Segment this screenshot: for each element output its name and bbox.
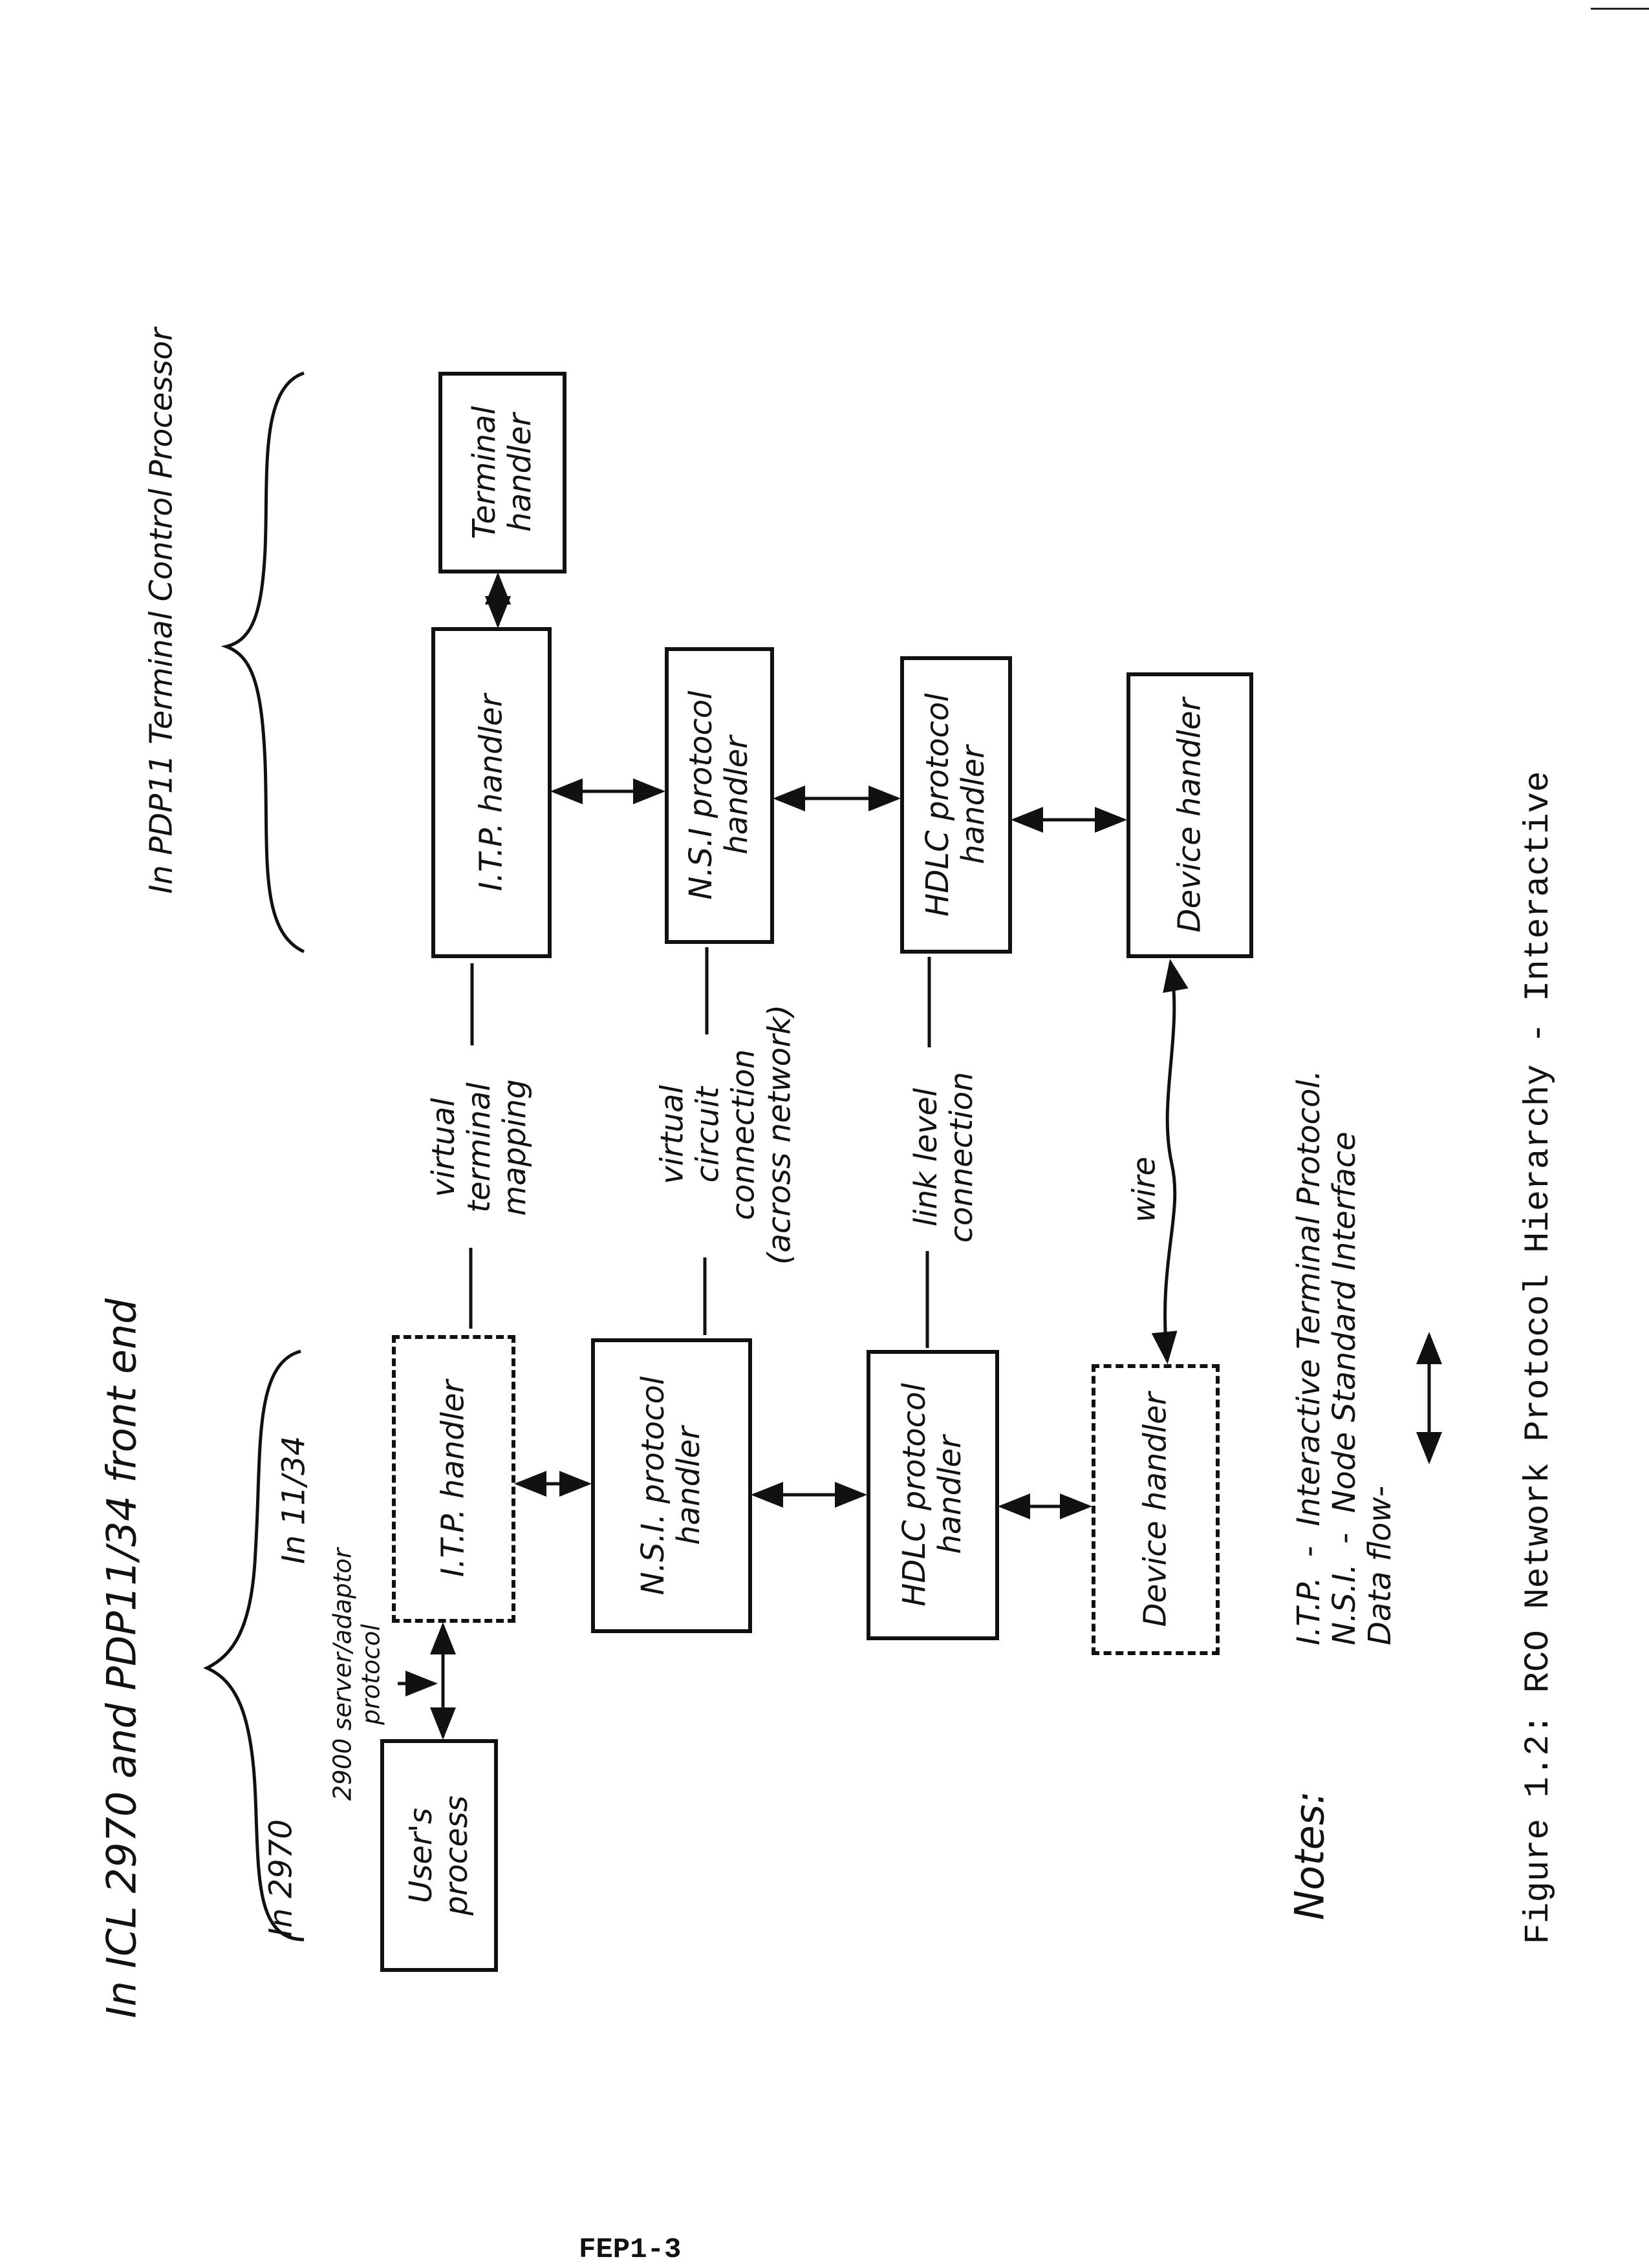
right-group-title: In PDP11 Terminal Control Processor: [143, 328, 180, 894]
note-data-flow: Data flow-: [1362, 1486, 1399, 1645]
hdlc-handler-right-box: [900, 656, 1012, 954]
device-handler-right-box: [1126, 672, 1253, 958]
in-2970-label: In 2970: [263, 1819, 299, 1937]
left-group-title: In ICL 2970 and PDP11/34 front end: [98, 1298, 146, 2018]
notes-label: Notes:: [1286, 1791, 1333, 1920]
nsi-handler-right-box: [665, 647, 774, 944]
terminal-handler-box: [438, 372, 566, 573]
itp-handler-right-label: I.T.P. handler: [473, 694, 510, 892]
note-nsi: N.S.I. - Node Standard Interface: [1326, 1131, 1363, 1645]
itp-handler-right-box: [431, 627, 552, 958]
device-handler-right-label: Device handler: [1171, 698, 1208, 933]
wire-line: [1151, 959, 1189, 1364]
notes-list: I.T.P. - Interactive Terminal Protocol. …: [1291, 1070, 1399, 1645]
right-brace: [221, 371, 305, 954]
device-handler-left-label: Device handler: [1137, 1392, 1174, 1627]
itp-handler-left-box: [392, 1335, 515, 1623]
edge-mark: [1591, 8, 1649, 10]
nsi-handler-left-box: [591, 1338, 752, 1633]
itp-handler-left-label: I.T.P. handler: [435, 1380, 471, 1578]
device-handler-left-box: [1092, 1364, 1220, 1655]
users-process-box: [380, 1739, 498, 1972]
hdlc-handler-left-box: [867, 1350, 999, 1640]
in-1134-label: In 11/34: [275, 1435, 312, 1565]
left-brace: [203, 1349, 305, 1942]
figure-caption: Figure 1.2: RCO Network Protocol Hierarc…: [1518, 771, 1558, 1945]
link-label-wire: wire: [1126, 1157, 1163, 1223]
page-footer: FEP1-3: [579, 2234, 682, 2266]
note-itp: I.T.P. - Interactive Terminal Protocol.: [1291, 1070, 1328, 1645]
